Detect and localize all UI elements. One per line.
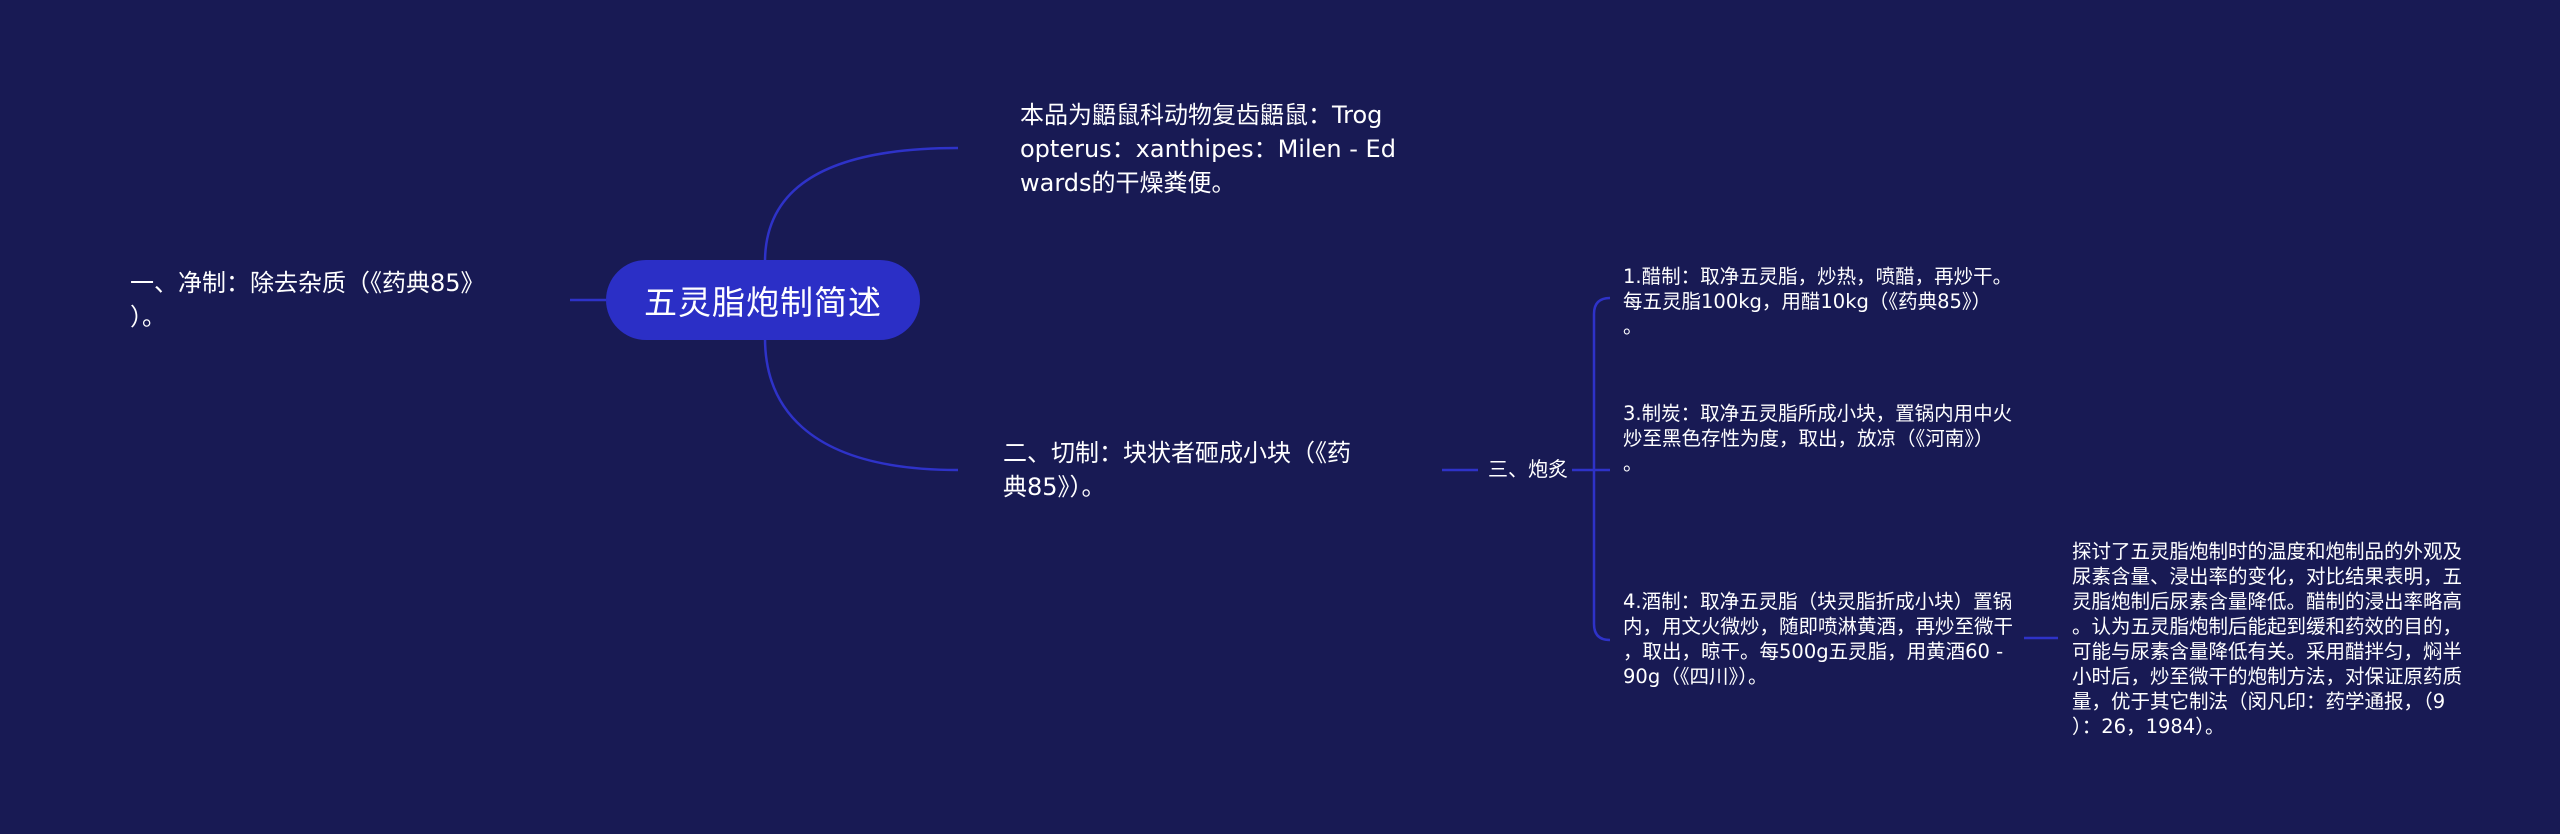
research-note-line: 探讨了五灵脂炮制时的温度和炮制品的外观及	[2072, 540, 2463, 563]
branch-jingzhi[interactable]: 一、净制：除去杂质（《药典85》 ）。	[130, 266, 485, 334]
root-node[interactable]: 五灵脂炮制简述	[606, 260, 920, 340]
paozhi-item-jiuzhi[interactable]: 4.酒制：取净五灵脂（块灵脂折成小块）置锅 内，用文火微炒，随即喷淋黄酒，再炒至…	[1623, 589, 2013, 689]
connector-root-qiezhi	[763, 337, 959, 472]
paozhi-item-line: 4.酒制：取净五灵脂（块灵脂折成小块）置锅	[1623, 590, 2013, 613]
branch-paozhi[interactable]: 三、炮炙	[1488, 456, 1568, 482]
paozhi-item-line: ，取出，晾干。每500g五灵脂，用黄酒60 -	[1623, 640, 2004, 663]
paozhi-item-cuzhi[interactable]: 1.醋制：取净五灵脂，炒热，喷醋，再炒干。 每五灵脂100kg，用醋10kg（《…	[1623, 264, 2012, 339]
branch-jingzhi-line: ）。	[130, 303, 166, 331]
paozhi-item-line: 3.制炭：取净五灵脂所成小块，置锅内用中火	[1623, 402, 2013, 425]
branch-source-line: wards的干燥粪便。	[1020, 169, 1236, 197]
research-note-line: 小时后，炒至微干的炮制方法，对保证原药质	[2072, 665, 2463, 688]
research-note[interactable]: 探讨了五灵脂炮制时的温度和炮制品的外观及 尿素含量、浸出率的变化，对比结果表明，…	[2072, 539, 2462, 739]
branch-source[interactable]: 本品为鼯鼠科动物复齿鼯鼠：Trog opterus：xanthipes：Mile…	[1020, 98, 1396, 200]
research-note-line: 。认为五灵脂炮制后能起到缓和药效的目的，	[2072, 615, 2463, 638]
connector-root-source	[763, 146, 959, 263]
research-note-line: 尿素含量、浸出率的变化，对比结果表明，五	[2072, 565, 2463, 588]
branch-source-line: 本品为鼯鼠科动物复齿鼯鼠：Trog	[1020, 101, 1383, 129]
research-note-line: 灵脂炮制后尿素含量降低。醋制的浸出率略高	[2072, 590, 2463, 613]
paozhi-item-line: 每五灵脂100kg，用醋10kg（《药典85》）	[1623, 290, 1992, 313]
paozhi-item-line: 内，用文火微炒，随即喷淋黄酒，再炒至微干	[1623, 615, 2014, 638]
paozhi-item-line: 。	[1623, 452, 1643, 475]
paozhi-item-line: 90g（《四川》）。	[1623, 665, 1768, 688]
paozhi-item-zhitan[interactable]: 3.制炭：取净五灵脂所成小块，置锅内用中火 炒至黑色存性为度，取出，放凉（《河南…	[1623, 401, 2012, 476]
branch-paozhi-label: 三、炮炙	[1488, 457, 1568, 481]
branch-jingzhi-line: 一、净制：除去杂质（《药典85》	[130, 269, 485, 297]
branch-qiezhi-line: 二、切制：块状者砸成小块（《药	[1003, 439, 1351, 467]
research-note-line: 可能与尿素含量降低有关。采用醋拌匀，焖半	[2072, 640, 2463, 663]
research-note-line: 量，优于其它制法（闵凡印：药学通报，（9	[2072, 690, 2446, 713]
root-label: 五灵脂炮制简述	[644, 283, 882, 322]
paozhi-item-line: 炒至黑色存性为度，取出，放凉（《河南》）	[1623, 427, 1994, 450]
branch-source-line: opterus：xanthipes：Milen - Ed	[1020, 135, 1396, 163]
paozhi-item-line: 1.醋制：取净五灵脂，炒热，喷醋，再炒干。	[1623, 265, 2013, 288]
research-note-line: ）：26，1984）。	[2072, 715, 2225, 738]
branch-qiezhi-line: 典85》）。	[1003, 473, 1106, 501]
branch-qiezhi[interactable]: 二、切制：块状者砸成小块（《药 典85》）。	[1003, 436, 1351, 504]
paozhi-item-line: 。	[1623, 315, 1643, 338]
